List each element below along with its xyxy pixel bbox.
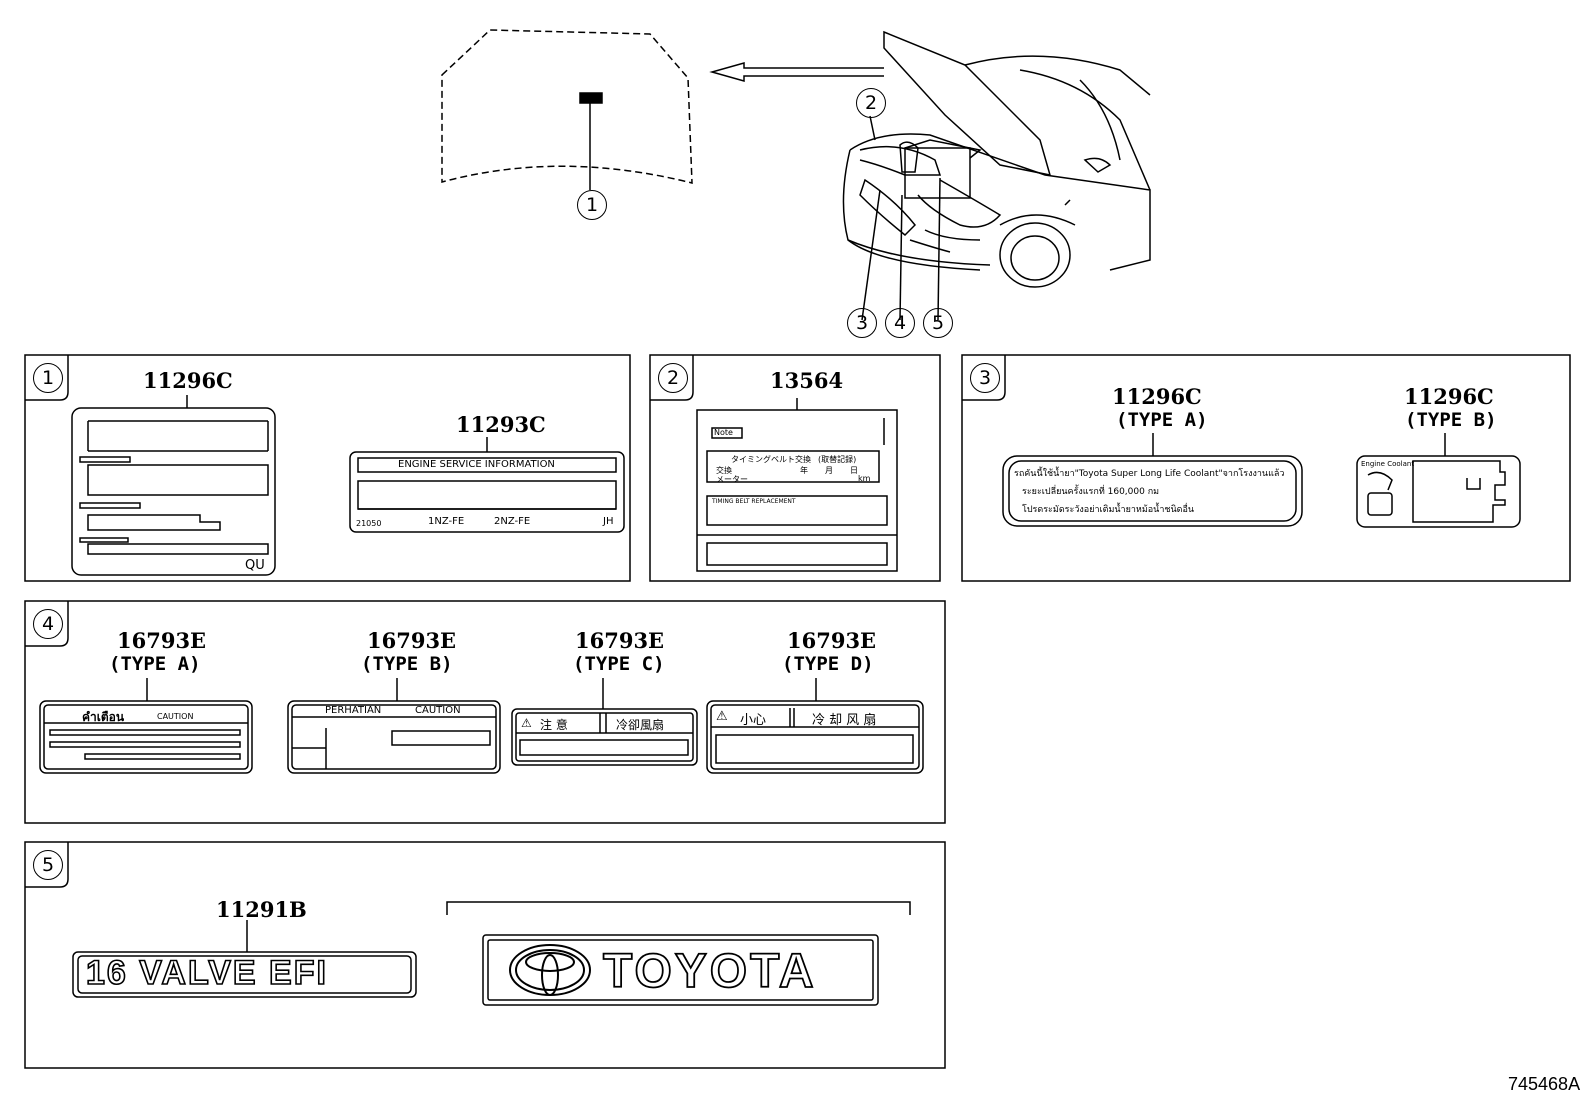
part-number[interactable]: 16793E: [367, 628, 457, 653]
section-number-5: 5: [33, 850, 63, 880]
label-13564-sec2: [696, 398, 898, 572]
type-label: (TYPE C): [573, 653, 665, 675]
callout-4[interactable]: 4: [885, 308, 915, 338]
label-text: คำเตือน: [82, 710, 125, 724]
label-text: รถคันนี้ใช้น้ำยา"Toyota Super Long Life …: [1014, 469, 1285, 479]
label-text: CAUTION: [415, 705, 461, 716]
part-number[interactable]: 11293C: [456, 412, 546, 437]
label-text: 年: [800, 466, 808, 475]
part-number[interactable]: 16793E: [787, 628, 877, 653]
warning-icon: ⚠: [521, 716, 532, 730]
emblem-16valve: [72, 920, 417, 998]
part-number[interactable]: 16793E: [575, 628, 665, 653]
label-16793E-typeB: [287, 678, 501, 774]
label-text: 日: [850, 466, 858, 475]
label-11296C-sec1: [71, 395, 276, 576]
label-text: 注 意: [540, 718, 568, 732]
label-text: 月: [825, 466, 833, 475]
part-number[interactable]: 16793E: [117, 628, 207, 653]
hood-outline: [441, 29, 693, 184]
section-box-2: [649, 354, 941, 582]
label-11293C-sec1: [349, 437, 625, 533]
type-label: (TYPE A): [1116, 409, 1208, 431]
label-text: 1NZ-FE: [428, 516, 465, 527]
emblem-toyota: [446, 901, 911, 1006]
emblem-text-16-valve-efi: 16 VALVE EFI: [85, 953, 328, 993]
label-text: 小心: [740, 713, 767, 728]
label-text: 冷卻風扇: [616, 718, 665, 732]
section-box-4: [24, 600, 946, 824]
label-text: TIMING BELT REPLACEMENT: [712, 498, 796, 505]
diagram-id: 745468A: [1508, 1074, 1581, 1094]
callout-5[interactable]: 5: [923, 308, 953, 338]
type-label: (TYPE D): [782, 653, 874, 675]
section-box-3: [961, 354, 1571, 582]
label-text: 21050: [356, 519, 382, 528]
label-text: 交換: [716, 466, 732, 475]
section-number-4: 4: [33, 609, 63, 639]
section-box-5: [24, 841, 946, 1069]
label-text: メーター: [716, 475, 748, 484]
emblem-text-toyota: TOYOTA: [602, 944, 817, 999]
label-text: (取替記録): [818, 455, 857, 464]
hood-label-marker: [579, 92, 603, 104]
section-box-1: [24, 354, 631, 582]
car-illustration: [842, 30, 1151, 288]
label-11296C-typeA-sec3: [1002, 433, 1303, 527]
label-text: QU: [245, 558, 265, 573]
label-text: Note: [714, 428, 733, 437]
part-number[interactable]: 13564: [770, 368, 844, 393]
label-text: JH: [603, 516, 614, 527]
part-number[interactable]: 11296C: [143, 368, 233, 393]
label-text: ระยะเปลี่ยนครั้งแรกที่ 160,000 กม: [1022, 487, 1160, 497]
label-text: 冷 却 风 扇: [812, 713, 877, 728]
label-text: โปรดระมัดระวังอย่าเติมน้ำยาหม้อน้ำชนิดอื…: [1022, 505, 1195, 515]
label-text: タイミングベルト交換: [731, 455, 811, 464]
label-text: Engine Coolant: [1361, 460, 1415, 468]
label-16793E-typeD: [706, 678, 924, 774]
label-text: km: [858, 474, 871, 483]
callout-1[interactable]: 1: [577, 190, 607, 220]
type-label: (TYPE A): [109, 653, 201, 675]
part-number[interactable]: 11291B: [216, 897, 307, 922]
type-label: (TYPE B): [361, 653, 453, 675]
label-16793E-typeA: [39, 678, 253, 774]
label-text: PERHATIAN: [325, 705, 382, 716]
section-number-3: 3: [970, 363, 1000, 393]
part-number[interactable]: 11296C: [1112, 384, 1202, 409]
label-text: CAUTION: [157, 712, 194, 721]
section-number-2: 2: [658, 363, 688, 393]
part-number[interactable]: 11296C: [1404, 384, 1494, 409]
direction-arrow: [709, 62, 884, 82]
toyota-logo: [509, 944, 591, 996]
section-number-1: 1: [33, 363, 63, 393]
label-11296C-typeB-sec3: [1356, 433, 1521, 528]
label-header: ENGINE SERVICE INFORMATION: [398, 459, 555, 470]
label-16793E-typeC: [511, 678, 698, 766]
type-label: (TYPE B): [1405, 409, 1497, 431]
callout-3[interactable]: 3: [847, 308, 877, 338]
label-text: 2NZ-FE: [494, 516, 531, 527]
callout-2[interactable]: 2: [856, 88, 886, 118]
warning-icon: ⚠: [716, 709, 728, 724]
